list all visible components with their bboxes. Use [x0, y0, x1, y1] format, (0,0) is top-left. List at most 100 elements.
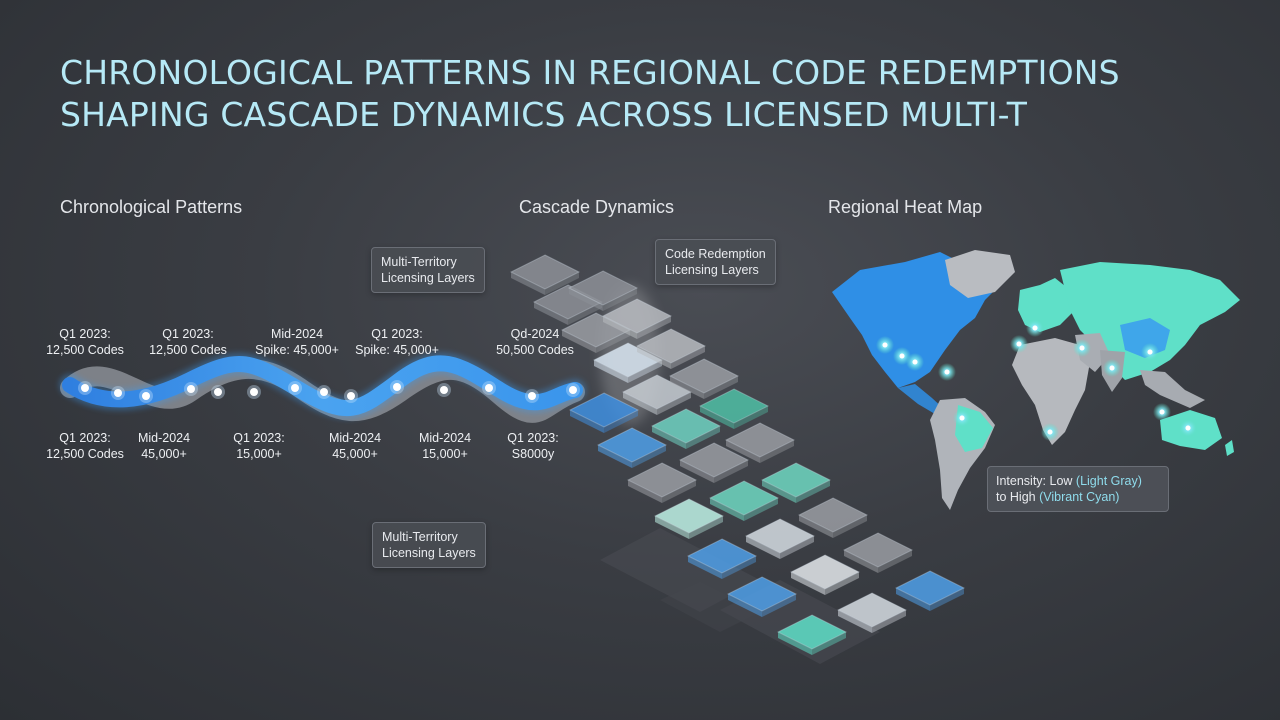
timeline-node [250, 388, 258, 396]
timeline-bottom-label: Q1 2023:15,000+ [233, 431, 285, 461]
region-africa [1012, 338, 1090, 445]
section-label-heatmap: Regional Heat Map [828, 197, 983, 217]
cascade-tile-side [680, 460, 714, 483]
cascade-tile-side [833, 515, 867, 538]
timeline-node [187, 385, 195, 393]
cascade-tile [894, 570, 966, 606]
region-new-zealand [1225, 440, 1234, 456]
cascade-tile-side [637, 346, 671, 369]
page-title: CHRONOLOGICAL PATTERNS IN REGIONAL CODE … [60, 52, 1240, 136]
cascade-tile-side [594, 360, 628, 383]
heat-hotspot [1159, 409, 1165, 415]
cascade-tile-side [930, 588, 964, 611]
heat-hotspot [1147, 349, 1153, 355]
heat-map-legend: Intensity: Low (Light Gray) to High (Vib… [987, 466, 1169, 512]
timeline-node [485, 384, 493, 392]
cascade-tile-side [570, 410, 604, 433]
timeline-node [320, 388, 328, 396]
heat-hotspot [1032, 325, 1038, 331]
cascade-tile [635, 328, 707, 364]
region-europe [1018, 278, 1075, 332]
cascade-tile-side [604, 410, 638, 433]
cascade-tile-side [603, 316, 637, 339]
cascade-tile-side [657, 392, 691, 415]
cascade-tile-side [791, 572, 825, 595]
cascade-tile-side [511, 272, 545, 295]
cascade-tile-side [700, 406, 734, 429]
cascade-tile-side [686, 426, 720, 449]
cascade-tile-side [598, 445, 632, 468]
heat-hotspot [1047, 429, 1053, 435]
timeline-node [81, 384, 89, 392]
cascade-tile [698, 388, 770, 424]
heat-hotspot [1109, 365, 1115, 371]
cascade-tile [567, 270, 639, 306]
cascade-tile-side [746, 536, 780, 559]
timeline-node [393, 383, 401, 391]
timeline-node [440, 386, 448, 394]
heat-hotspot [1079, 345, 1085, 351]
cascade-tile-side [569, 288, 603, 311]
section-label-chronological: Chronological Patterns [60, 197, 243, 217]
cascade-tile-side [722, 556, 756, 579]
cascade-tile-side [568, 302, 602, 325]
cascade-tile-side [704, 376, 738, 399]
legend-mid: to High [996, 490, 1040, 504]
cascade-tile-side [778, 632, 812, 655]
cascade-tile-side [623, 392, 657, 415]
cascade-tile [776, 614, 848, 650]
heat-hotspots [876, 319, 1197, 441]
cascade-tile-side [637, 316, 671, 339]
heat-hotspot [882, 342, 888, 348]
cascade-base-plate [660, 582, 760, 632]
cascade-tile [596, 427, 668, 463]
region-central-america [898, 384, 945, 414]
cascade-tile-side [844, 550, 878, 573]
cascade-tile [842, 532, 914, 568]
cascade-tile-side [688, 556, 722, 579]
cascade-tile [744, 518, 816, 554]
cascade-tile-side [799, 515, 833, 538]
cascade-tile-side [734, 406, 768, 429]
blue-ribbon [62, 355, 583, 417]
cascade-tile-side [652, 426, 686, 449]
timeline-node [291, 384, 299, 392]
cascade-tile-side [728, 594, 762, 617]
cascade-tile [760, 462, 832, 498]
timeline-top-label: Q1 2023:Spike: 45,000+ [355, 327, 439, 357]
cascade-tile [797, 497, 869, 533]
cascade-base-plate [600, 528, 760, 612]
section-label-cascade: Cascade Dynamics [519, 197, 675, 217]
cascade-tile-side [780, 536, 814, 559]
cascade-tile-side [714, 460, 748, 483]
heat-hotspot [899, 353, 905, 359]
cascade-tile [626, 462, 698, 498]
cascade-tile-side [662, 480, 696, 503]
cascade-tile-side [545, 272, 579, 295]
cascade-tile [708, 480, 780, 516]
heat-hotspot [959, 415, 965, 421]
cascade-tile [668, 358, 740, 394]
cascade-tile-side [896, 588, 930, 611]
cascade-tile-side [744, 498, 778, 521]
cascade-tile [601, 298, 673, 334]
cascade-tiles [509, 254, 966, 655]
cascade-tile [678, 442, 750, 478]
timeline-node [214, 388, 222, 396]
cascade-tile-side [670, 376, 704, 399]
cascade-tile [789, 554, 861, 590]
cascade-tile-side [760, 440, 794, 463]
region-greenland [945, 250, 1015, 298]
legend-prefix: Intensity: Low [996, 474, 1076, 488]
cascade-tile [509, 254, 581, 290]
cascade-tile [686, 538, 758, 574]
cascade-tile-side [632, 445, 666, 468]
timeline-bottom-label: Q1 2023:S8000y [507, 431, 559, 461]
